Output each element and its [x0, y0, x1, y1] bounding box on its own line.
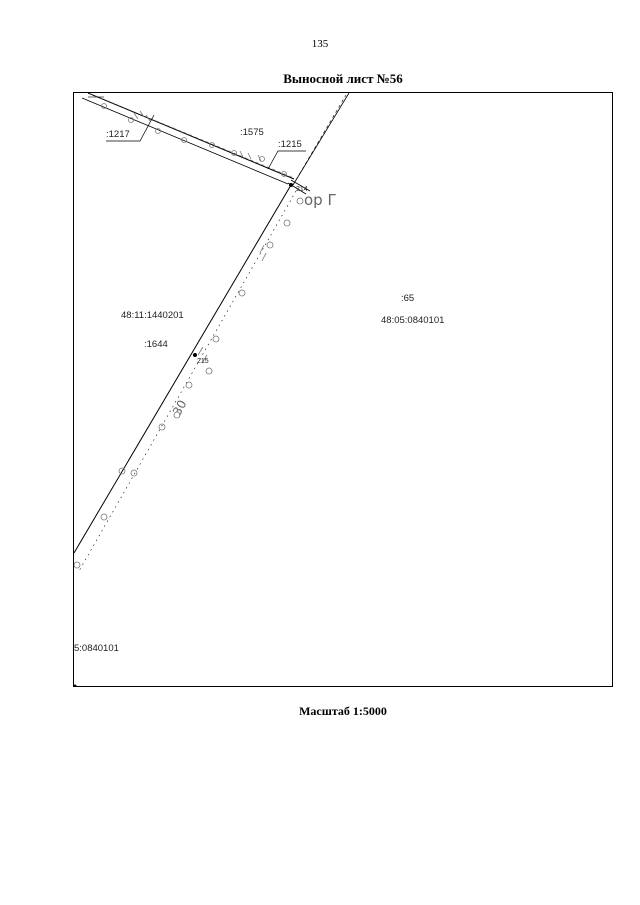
page-number: 135 [311, 38, 329, 50]
point-214-marker [289, 183, 293, 187]
scale-caption: Масштаб 1:5000 [299, 704, 387, 718]
corner-marker [74, 684, 77, 686]
label-quarter-west: 48:11:1440201 [121, 310, 184, 321]
parcel-boundaries [74, 93, 350, 572]
north-boundary-strip [81, 93, 295, 185]
label-parcel-1217: :1217 [106, 129, 130, 140]
road-number-label: 30 [170, 398, 190, 418]
label-parcel-65: :65 [401, 293, 414, 304]
sheet-title: Выносной лист №56 [283, 71, 403, 86]
strip-symbols [101, 103, 287, 177]
road-symbol-marks: ор Г [304, 191, 337, 209]
road-symbols [74, 197, 304, 569]
label-point-215: 215 [197, 358, 209, 365]
label-parcel-1644: :1644 [144, 339, 168, 350]
map-frame: :1217 :1575 :1215 214 48:11:1440201 :164… [73, 92, 613, 687]
label-point-214: 214 [296, 186, 308, 193]
label-quarter-east-partial: 5:0840101 [74, 643, 119, 654]
label-parcel-1215: :1215 [278, 139, 302, 150]
cadastral-map: :1217 :1575 :1215 214 48:11:1440201 :164… [74, 93, 444, 686]
point-215-marker [193, 353, 197, 357]
label-quarter-east: 48:05:0840101 [381, 315, 444, 326]
label-parcel-1575: :1575 [240, 127, 264, 138]
leader-lines [106, 114, 306, 170]
